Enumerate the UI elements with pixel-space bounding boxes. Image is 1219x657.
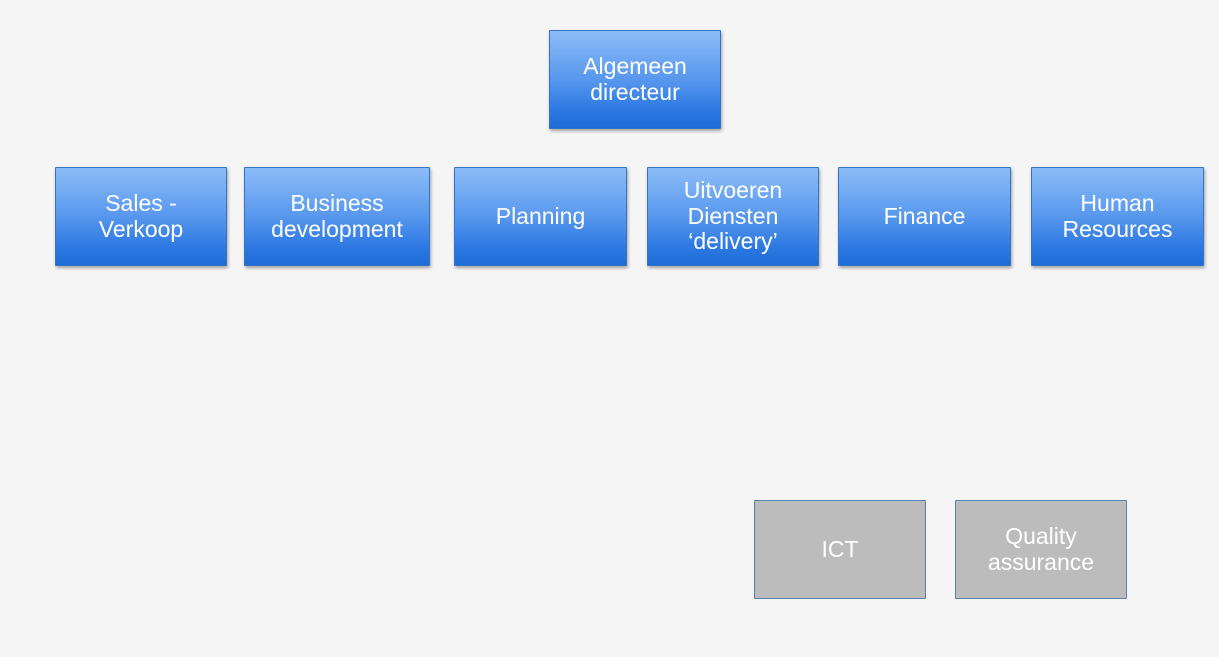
node-uitvoeren-diensten: Uitvoeren Diensten ‘delivery’ [647, 167, 819, 266]
node-planning: Planning [454, 167, 627, 266]
node-human-resources: Human Resources [1031, 167, 1204, 266]
node-sales-verkoop: Sales - Verkoop [55, 167, 227, 266]
node-ict: ICT [754, 500, 926, 599]
node-business-development: Business development [244, 167, 430, 266]
node-quality-assurance: Quality assurance [955, 500, 1127, 599]
node-finance: Finance [838, 167, 1011, 266]
node-algemeen-directeur: Algemeen directeur [549, 30, 721, 129]
